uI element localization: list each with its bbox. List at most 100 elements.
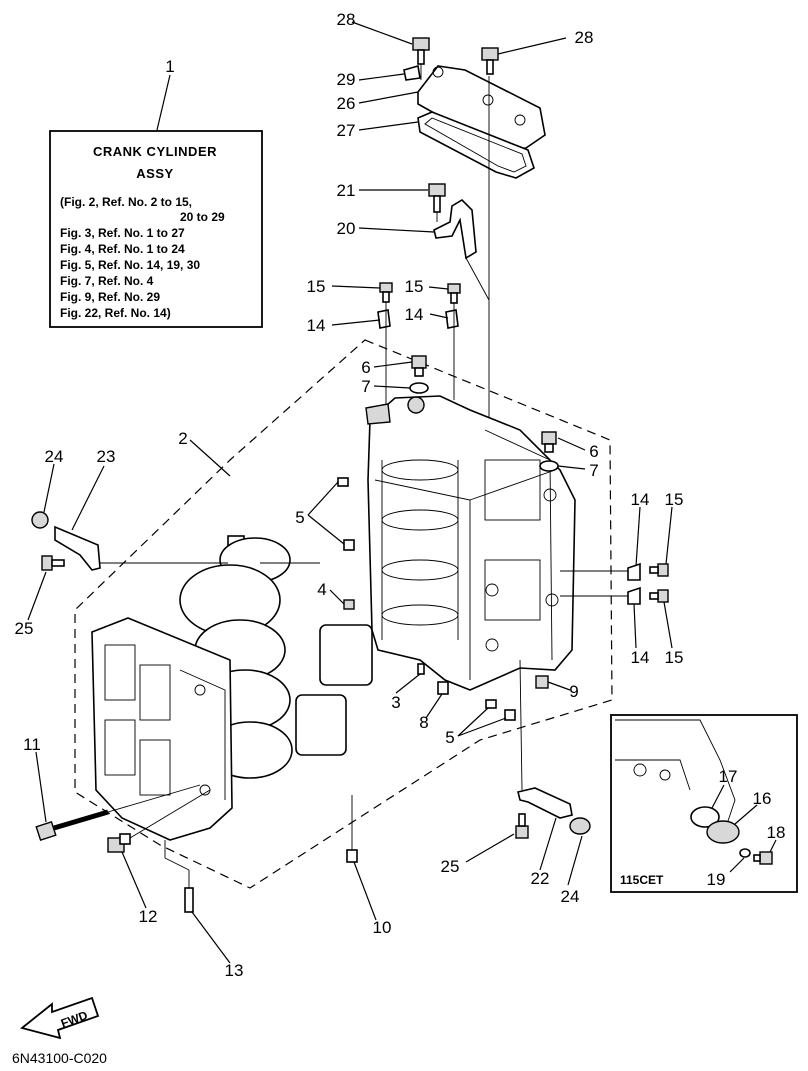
fwd-arrow-icon: FWD <box>20 996 100 1040</box>
callout-12: 12 <box>139 907 158 926</box>
inset-label: 115CET <box>620 873 664 887</box>
pin-8 <box>437 681 449 695</box>
callout-21: 21 <box>337 181 356 200</box>
callout-15: 15 <box>665 490 684 509</box>
pin-10 <box>346 849 358 863</box>
callout-19: 19 <box>707 870 726 889</box>
callout-10: 10 <box>373 918 392 937</box>
callout-9: 9 <box>569 682 578 701</box>
plug-bolt-6-right <box>541 431 557 453</box>
callout-14: 14 <box>307 316 326 335</box>
callout-27: 27 <box>337 121 356 140</box>
fitting-5-lower <box>485 699 516 721</box>
legend-title-line1: CRANK CYLINDER <box>93 144 217 159</box>
bolt-15-side-upper <box>649 563 669 577</box>
bolt-11 <box>35 809 109 842</box>
cover-clip <box>403 64 421 81</box>
bracket-23 <box>54 525 101 571</box>
callout-26: 26 <box>337 94 356 113</box>
pin-3 <box>417 663 425 675</box>
callout-28: 28 <box>337 10 356 29</box>
callout-6: 6 <box>361 358 370 377</box>
callout-6: 6 <box>589 442 598 461</box>
grommet-24-left <box>31 511 49 529</box>
callout-14: 14 <box>405 305 424 324</box>
callout-4: 4 <box>317 580 326 599</box>
callout-24: 24 <box>561 887 580 906</box>
plug-4 <box>343 599 355 610</box>
bolt-12 <box>107 833 131 853</box>
grommet-24-right <box>569 817 591 835</box>
callout-8: 8 <box>419 713 428 732</box>
legend-line: Fig. 22, Ref. No. 14) <box>60 306 171 320</box>
cover-gasket <box>417 111 535 179</box>
pin-13 <box>184 887 194 913</box>
bolt-15-side-lower <box>649 589 669 603</box>
washer-7-upper <box>409 382 429 394</box>
bolt-25-right <box>515 813 529 839</box>
bolt-15-right <box>447 283 461 304</box>
callout-1: 1 <box>165 57 174 76</box>
callout-14: 14 <box>631 490 650 509</box>
legend-title-line2: ASSY <box>136 166 173 181</box>
leader-lines <box>27 21 777 964</box>
callout-15: 15 <box>405 277 424 296</box>
washer-19 <box>739 848 751 858</box>
callout-5: 5 <box>445 728 454 747</box>
legend-box: CRANK CYLINDER ASSY (Fig. 2, Ref. No. 2 … <box>49 130 263 328</box>
inset-115cet: 115CET <box>610 714 798 893</box>
bracket-bolt <box>428 183 446 213</box>
bolt-18 <box>753 851 773 865</box>
legend-line: Fig. 4, Ref. No. 1 to 24 <box>60 242 185 256</box>
callout-25: 25 <box>15 619 34 638</box>
legend-line: Fig. 5, Ref. No. 14, 19, 30 <box>60 258 200 272</box>
gasket-17 <box>690 806 720 828</box>
callout-7: 7 <box>589 461 598 480</box>
clamp-14-left <box>377 309 391 329</box>
cylinder-block <box>365 395 576 691</box>
plug-9 <box>535 675 549 689</box>
callout-13: 13 <box>225 961 244 980</box>
callout-24: 24 <box>45 447 64 466</box>
callout-3: 3 <box>391 693 400 712</box>
washer-7-right <box>539 460 559 472</box>
callout-22: 22 <box>531 869 550 888</box>
legend-line: Fig. 7, Ref. No. 4 <box>60 274 154 288</box>
clamp-14-side-upper <box>627 562 641 581</box>
fitting-5-upper <box>337 477 355 551</box>
callout-29: 29 <box>337 70 356 89</box>
bolt-25-left <box>41 555 65 571</box>
legend-line: (Fig. 2, Ref. No. 2 to 15, <box>60 195 192 209</box>
callout-15: 15 <box>307 277 326 296</box>
callout-14: 14 <box>631 648 650 667</box>
clamp-14-side-lower <box>627 586 641 605</box>
cover-bolt-left <box>412 37 430 65</box>
cover-bolt-right <box>481 47 499 75</box>
crankcase <box>91 617 233 841</box>
hose-bracket <box>433 198 477 260</box>
bracket-22 <box>517 787 573 819</box>
callout-2: 2 <box>178 429 187 448</box>
callout-11: 11 <box>23 735 41 754</box>
legend-line: Fig. 9, Ref. No. 29 <box>60 290 160 304</box>
callout-15: 15 <box>665 648 684 667</box>
cover-plate-16 <box>706 820 740 844</box>
callout-20: 20 <box>337 219 356 238</box>
callout-numbers: 1 2 3 4 5 5 6 6 7 7 8 9 10 11 12 13 14 1… <box>15 10 786 980</box>
bolt-15-left <box>379 282 393 303</box>
callout-23: 23 <box>97 447 116 466</box>
callout-28: 28 <box>575 28 594 47</box>
callout-7: 7 <box>361 377 370 396</box>
callout-16: 16 <box>753 789 772 808</box>
clamp-14-right <box>445 309 459 329</box>
drawing-code: 6N43100-C020 <box>12 1050 107 1066</box>
legend-line: Fig. 3, Ref. No. 1 to 27 <box>60 226 185 240</box>
callout-5: 5 <box>295 508 304 527</box>
assembly-outline-dashed <box>74 339 613 889</box>
legend-line: 20 to 29 <box>180 210 225 224</box>
callout-25: 25 <box>441 857 460 876</box>
plug-bolt-6-upper <box>411 355 427 377</box>
callout-18: 18 <box>767 823 786 842</box>
callout-17: 17 <box>719 767 738 786</box>
